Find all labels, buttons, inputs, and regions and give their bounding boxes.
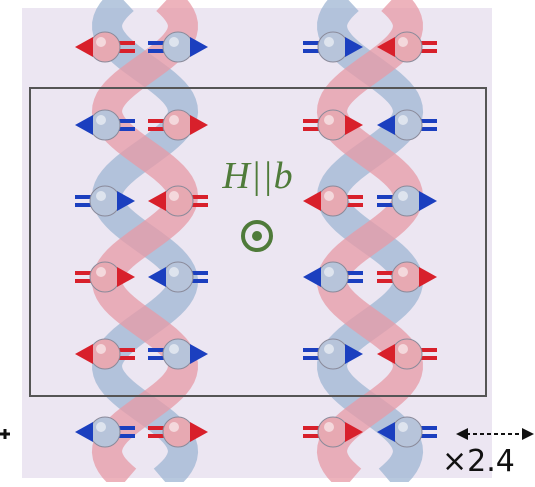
spin-site <box>75 109 135 141</box>
spin-arrow-icon <box>345 344 363 364</box>
spin-site <box>377 416 437 448</box>
spin-arrow-icon <box>377 37 395 57</box>
spin-arrow-icon <box>117 191 135 211</box>
spin-arrow-icon <box>345 422 363 442</box>
spin-arrow-icon <box>190 115 208 135</box>
unit-cell-frame <box>29 87 487 397</box>
spin-site <box>303 109 363 141</box>
spin-arrow-icon <box>303 267 321 287</box>
spin-site <box>148 109 208 141</box>
spin-site <box>303 261 363 293</box>
spin-arrow-icon <box>345 37 363 57</box>
spin-site <box>148 261 208 293</box>
spin-arrow-icon <box>75 344 93 364</box>
spin-arrow-icon <box>190 37 208 57</box>
spin-arrow-icon <box>190 422 208 442</box>
red-helix-ribbon <box>316 0 424 487</box>
scale-arrow-icon <box>0 429 10 439</box>
spin-site <box>377 338 437 370</box>
red-helix-ribbon <box>91 0 199 487</box>
spin-site <box>75 416 135 448</box>
spin-site <box>377 185 437 217</box>
spin-site <box>75 338 135 370</box>
spin-arrow-icon <box>148 267 166 287</box>
spin-arrow-icon <box>75 37 93 57</box>
background-panel <box>22 8 492 478</box>
spin-arrow-icon <box>419 267 437 287</box>
spin-arrow-icon <box>75 115 93 135</box>
spin-arrow-icon <box>377 344 395 364</box>
spin-site <box>148 416 208 448</box>
spin-site <box>148 185 208 217</box>
scale-factor-label: ×2.4 <box>442 444 515 479</box>
spin-arrow-icon <box>377 422 395 442</box>
spin-site <box>377 109 437 141</box>
spin-site <box>303 338 363 370</box>
spin-site <box>303 185 363 217</box>
field-direction-label: H||b <box>222 155 294 197</box>
spin-site <box>303 31 363 63</box>
spin-arrow-icon <box>345 115 363 135</box>
spin-arrow-icon <box>419 191 437 211</box>
spin-site <box>75 185 135 217</box>
spin-site <box>377 261 437 293</box>
spin-site <box>148 338 208 370</box>
field-out-of-plane-icon <box>241 220 273 252</box>
spin-arrow-icon <box>148 191 166 211</box>
spin-arrow-icon <box>377 115 395 135</box>
spin-arrow-icon <box>303 191 321 211</box>
spin-site <box>377 31 437 63</box>
spin-site <box>303 416 363 448</box>
spin-site <box>75 31 135 63</box>
spin-arrow-icon <box>190 344 208 364</box>
helix-ribbons <box>91 0 424 487</box>
spin-site <box>75 261 135 293</box>
spin-lattice <box>75 31 437 448</box>
spin-arrow-icon <box>117 267 135 287</box>
spin-arrow-icon <box>75 422 93 442</box>
spin-site <box>148 31 208 63</box>
scale-arrow-icon <box>456 428 534 440</box>
